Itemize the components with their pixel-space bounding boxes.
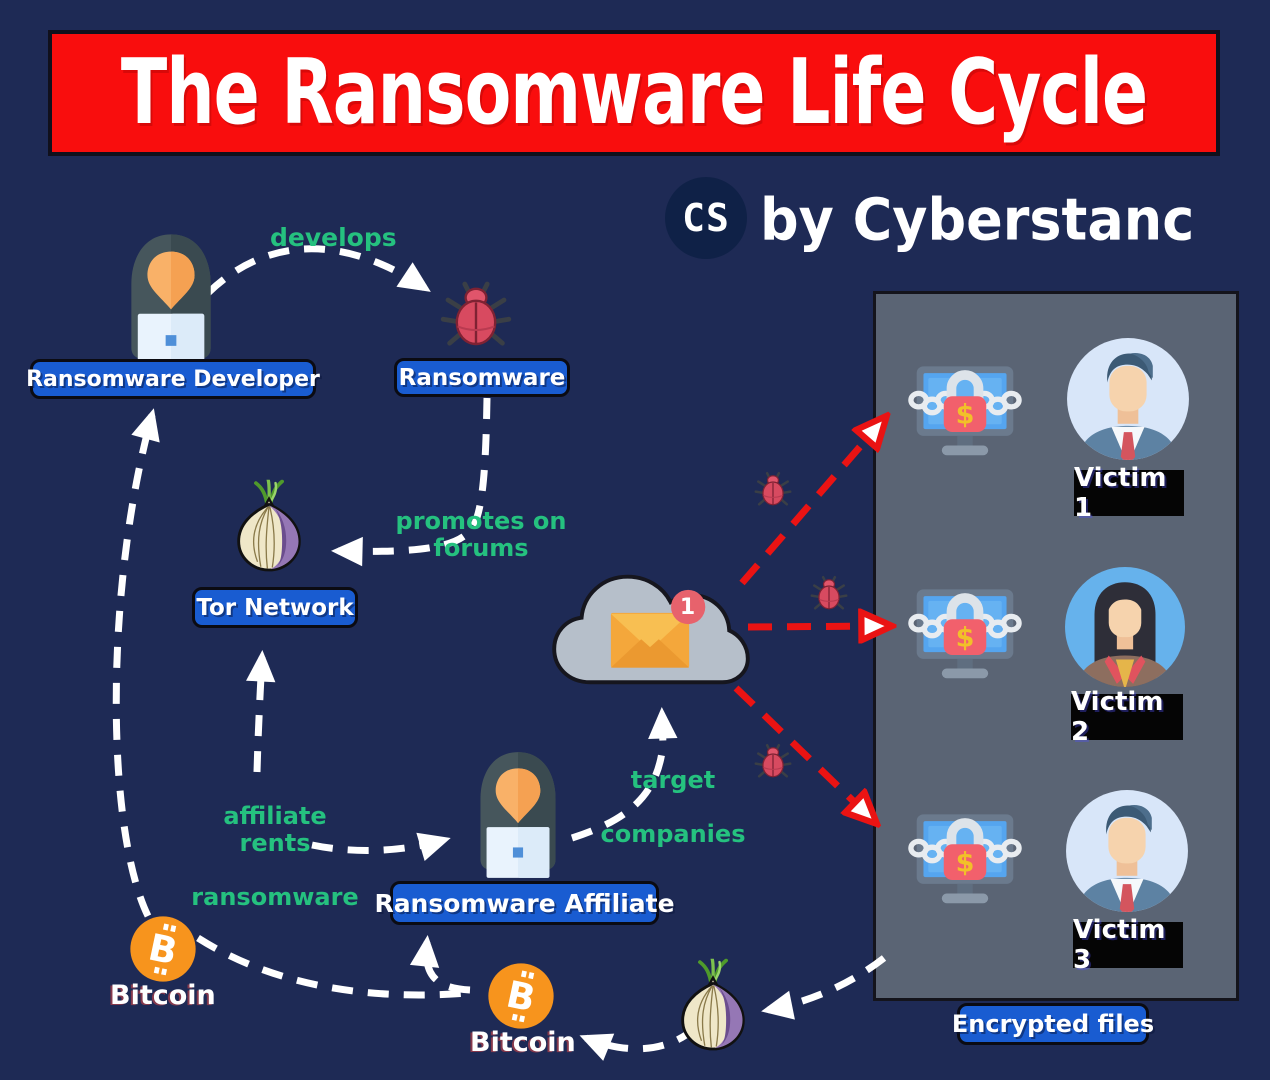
target-line1: target [630,766,716,794]
byline: by Cyberstanc [760,184,1195,254]
encrypted-computer-icon-2 [906,570,1024,684]
title-banner: The Ransomware Life Cycle [48,30,1220,156]
label-victim-2: Victim 2 [1071,687,1183,747]
edge-bitcoin-left-to-bitcoin-bottom [196,935,469,999]
bitcoin-left-icon [129,915,197,983]
label-victim-3: Victim 3 [1073,915,1183,975]
label-ransomware-developer: Ransomware Developer [26,359,320,399]
page-title: The Ransomware Life Cycle [120,40,1148,146]
email-notification-badge: 1 [679,594,696,620]
victim2-avatar [1064,566,1186,688]
edge-attack-victim2 [747,626,888,627]
label-text: Tor Network [196,594,354,621]
edge-rents-to-affiliate [311,832,451,862]
edge-label-target-companies: target companies [598,740,748,875]
label-victim-1: Victim 1 [1074,463,1184,523]
cyberstanc-logo-icon: CS [665,177,747,259]
label-text: Ransomware [398,364,566,391]
tor-onion-icon [228,474,310,584]
ransomware-affiliate-icon [462,746,574,888]
edge-attack-victim3 [733,685,874,821]
victim3-avatar [1065,789,1189,913]
edge-bitcoin-to-affiliate [409,935,471,994]
bitcoin-bottom-icon [487,962,555,1030]
spread-bug-icon-3 [752,740,794,784]
spread-bug-icon-2 [808,572,850,616]
encrypted-computer-icon-3 [906,795,1024,909]
target-line2: companies [600,820,746,848]
label-bitcoin-left: Bitcoin [110,980,216,1011]
edge-label-develops: develops [270,223,397,252]
label-text: Ransomware Developer [26,366,320,392]
edge-promotes-on-forums [331,397,491,567]
label-ransomware: Ransomware [394,358,570,397]
ransomware-bug-icon [436,276,516,356]
edge-label-promotes: promotes on forums [395,507,567,562]
edge-bitcoin-to-developer [112,408,160,918]
edge-victims-to-tor [761,955,887,1020]
ransomware-developer-icon [112,228,230,378]
tor-onion-bottom-icon [672,952,754,1064]
edge-target-companies-to-cloud [570,707,678,842]
encrypted-computer-icon-1 [906,347,1024,461]
label-text: Ransomware Affiliate [374,888,675,918]
rents-line2: ransomware [191,883,359,911]
cloud-email-icon [548,562,754,694]
spread-bug-icon-1 [752,468,794,512]
edge-affiliate-rents-to-tor [246,650,276,773]
edge-label-affiliate-rents: affiliate rents ransomware [185,776,365,938]
victim1-avatar [1066,337,1190,461]
label-tor-network: Tor Network [192,587,358,628]
label-ransomware-affiliate: Ransomware Affiliate [374,881,675,925]
edge-develops [205,245,431,296]
logo-text: CS [682,196,730,240]
rents-line1: affiliate rents [223,802,327,857]
label-bitcoin-bottom: Bitcoin [470,1027,576,1058]
label-encrypted-files: Encrypted files [952,1003,1154,1045]
label-text: Encrypted files [951,1010,1155,1038]
